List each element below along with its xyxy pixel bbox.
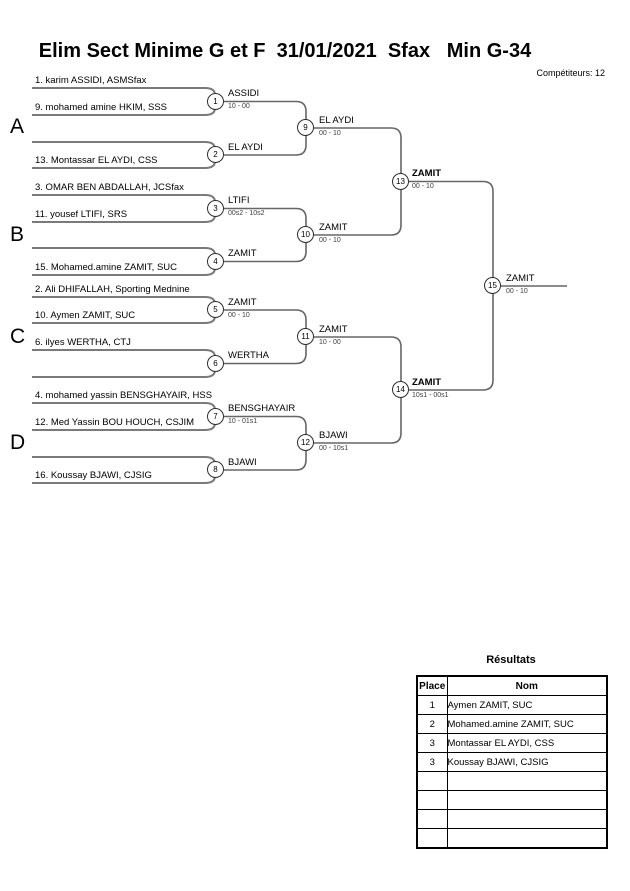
player-slot-13: 4. mohamed yassin BENSGHAYAIR, HSS [35, 390, 213, 401]
group-label-b: B [10, 223, 25, 246]
match-1-circle: 1 [207, 93, 224, 110]
player-slot-9: 2. Ali DHIFALLAH, Sporting Mednine [35, 284, 190, 295]
match-7-circle: 7 [207, 408, 224, 425]
match-15-circle: 15 [484, 277, 501, 294]
group-label-a: A [10, 115, 25, 138]
match-9-score: 00 - 10 [319, 130, 341, 137]
match-10-winner: ZAMIT [319, 222, 348, 233]
match-1-winner: ASSIDI [228, 88, 260, 99]
results-col-name: Nom [446, 675, 608, 696]
result-name [446, 771, 608, 791]
match-1-score: 10 - 00 [228, 103, 250, 110]
group-label-c: C [10, 325, 26, 348]
match-4-winner: ZAMIT [228, 248, 257, 259]
player-slot-16: 16. Koussay BJAWI, CJSIG [35, 470, 152, 481]
results-col-place: Place [416, 675, 448, 696]
player-slot-6: 11. yousef LTIFI, SRS [35, 209, 128, 220]
result-place: 3 [416, 752, 448, 772]
match-6-winner: WERTHA [228, 350, 269, 361]
match-11-winner: ZAMIT [319, 324, 348, 335]
results-row: 2 Mohamed.amine ZAMIT, SUC [416, 714, 608, 734]
results-row [416, 809, 608, 829]
result-place: 2 [416, 714, 448, 734]
result-place [416, 790, 448, 810]
match-12-winner: BJAWI [319, 430, 348, 441]
result-place: 1 [416, 695, 448, 715]
result-place [416, 771, 448, 791]
match-13-circle: 13 [392, 173, 409, 190]
player-slot-2: 9. mohamed amine HKIM, SSS [35, 102, 167, 113]
match-11-score: 10 - 00 [319, 339, 341, 346]
match-15-winner: ZAMIT [506, 273, 535, 284]
results-row [416, 828, 608, 849]
player-slot-11: 6. ilyes WERTHA, CTJ [35, 337, 131, 348]
match-15-score: 00 - 10 [506, 288, 528, 295]
match-9-circle: 9 [297, 119, 314, 136]
page-title: Elim Sect Minime G et F 31/01/2021 Sfax … [38, 40, 532, 62]
match-3-circle: 3 [207, 200, 224, 217]
match-5-winner: ZAMIT [228, 297, 257, 308]
player-slot-4: 13. Montassar EL AYDI, CSS [35, 155, 158, 166]
match-13-score: 00 - 10 [412, 183, 434, 190]
match-13-winner: ZAMIT [412, 168, 442, 179]
match-14-score: 10s1 - 00s1 [412, 392, 449, 399]
results-row [416, 771, 608, 791]
match-5-score: 00 - 10 [228, 312, 250, 319]
player-slot-10: 10. Aymen ZAMIT, SUC [35, 310, 136, 321]
result-name: Mohamed.amine ZAMIT, SUC [446, 714, 608, 734]
result-place: 3 [416, 733, 448, 753]
results-row: 3 Koussay BJAWI, CJSIG [416, 752, 608, 772]
result-name [446, 790, 608, 810]
results-row: 3 Montassar EL AYDI, CSS [416, 733, 608, 753]
match-11-circle: 11 [297, 328, 314, 345]
result-name: Koussay BJAWI, CJSIG [446, 752, 608, 772]
match-12-score: 00 - 10s1 [319, 445, 349, 452]
match-2-circle: 2 [207, 146, 224, 163]
results-row: 1 Aymen ZAMIT, SUC [416, 695, 608, 715]
result-place [416, 828, 448, 849]
match-5-circle: 5 [207, 301, 224, 318]
competitors-count: Compétiteurs: 12 [536, 68, 605, 78]
match-3-winner: LTIFI [228, 195, 250, 206]
result-place [416, 809, 448, 829]
results-table: Place Nom 1 Aymen ZAMIT, SUC 2 Mohamed.a… [416, 675, 608, 849]
results-header-row: Place Nom [416, 675, 608, 696]
match-8-circle: 8 [207, 461, 224, 478]
results-title: Résultats [486, 654, 536, 666]
match-7-score: 10 - 01s1 [228, 418, 258, 425]
match-3-score: 00s2 - 10s2 [228, 210, 265, 217]
result-name: Aymen ZAMIT, SUC [446, 695, 608, 715]
player-slot-14: 12. Med Yassin BOU HOUCH, CSJIM [35, 417, 195, 428]
result-name [446, 809, 608, 829]
match-9-winner: EL AYDI [319, 115, 354, 126]
group-label-d: D [10, 431, 26, 454]
player-slot-5: 3. OMAR BEN ABDALLAH, JCSfax [35, 182, 184, 193]
match-6-circle: 6 [207, 355, 224, 372]
player-slot-1: 1. karim ASSIDI, ASMSfax [35, 75, 147, 86]
player-slot-8: 15. Mohamed.amine ZAMIT, SUC [35, 262, 178, 273]
result-name [446, 828, 608, 849]
match-14-winner: ZAMIT [412, 377, 442, 388]
match-12-circle: 12 [297, 434, 314, 451]
match-10-circle: 10 [297, 226, 314, 243]
match-2-winner: EL AYDI [228, 142, 263, 153]
result-name: Montassar EL AYDI, CSS [446, 733, 608, 753]
match-14-circle: 14 [392, 381, 409, 398]
results-row [416, 790, 608, 810]
match-8-winner: BJAWI [228, 457, 257, 468]
match-4-circle: 4 [207, 253, 224, 270]
match-10-score: 00 - 10 [319, 237, 341, 244]
match-7-winner: BENSGHAYAIR [228, 403, 296, 414]
